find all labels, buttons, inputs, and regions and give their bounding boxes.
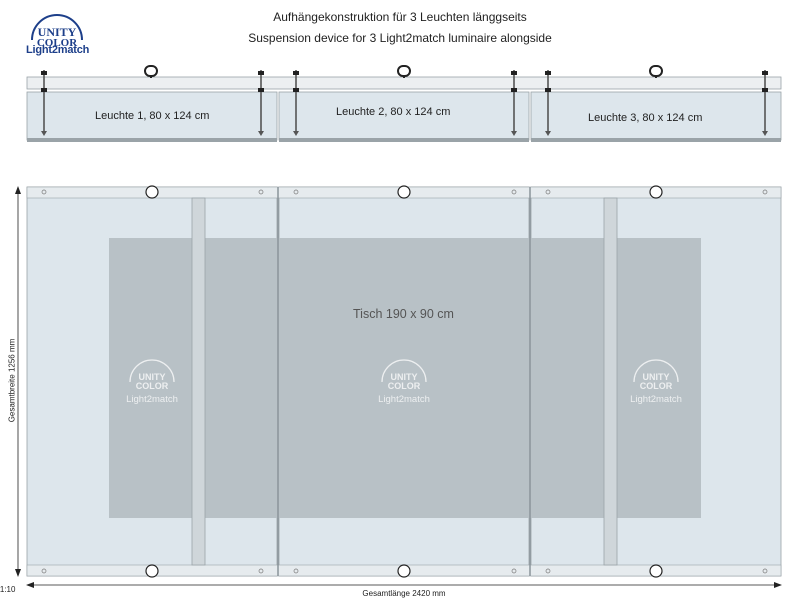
unity-color-logo: UNITY COLOR	[26, 10, 88, 60]
scale-label: M 1:10	[0, 585, 16, 594]
watermark-text-top: UNITY	[643, 372, 670, 382]
width-dimension-label: Gesamtbreite 1256 mm	[7, 338, 17, 423]
lamp-label-2: Leuchte 2, 80 x 124 cm	[336, 106, 451, 118]
table-label: Tisch 190 x 90 cm	[353, 307, 454, 321]
screw-marks	[41, 189, 768, 574]
dimension-arrowheads	[15, 186, 782, 588]
top-view-diagram: UNITY COLOR Light2match UNITY COLOR Ligh…	[15, 185, 782, 588]
lamp-label-1: Leuchte 1, 80 x 124 cm	[95, 110, 210, 122]
watermark-text-top: UNITY	[391, 372, 418, 382]
watermark-text-bottom: COLOR	[388, 381, 421, 391]
lamp-label-3: Leuchte 3, 80 x 124 cm	[588, 112, 703, 124]
length-dimension-label: Gesamtlänge 2420 mm	[362, 589, 446, 598]
ring-hook-icon	[145, 185, 159, 199]
table-shape	[109, 238, 701, 518]
ring-hook-icon	[145, 564, 159, 578]
hook-icon	[144, 65, 158, 78]
side-view-diagram	[26, 65, 782, 142]
watermark-text-top: UNITY	[139, 372, 166, 382]
logo-text-top: UNITY	[38, 25, 77, 39]
watermark-product: Light2match	[126, 394, 178, 405]
watermark-product: Light2match	[378, 394, 430, 405]
lamp-panel-2	[278, 91, 530, 141]
rod-clamps	[41, 71, 768, 92]
suspension-rail	[26, 76, 782, 90]
logo-text-bottom: COLOR	[37, 37, 78, 49]
rod-tips	[41, 131, 768, 136]
ring-hook-icon	[649, 185, 663, 199]
watermark-logo-2: UNITY COLOR Light2match	[378, 359, 430, 405]
title-english: Suspension device for 3 Light2match lumi…	[248, 31, 552, 45]
hook-icon	[649, 65, 663, 78]
crossbar-1	[191, 197, 206, 566]
lamp-panel-1	[26, 91, 278, 141]
dimension-lines	[17, 189, 779, 586]
hook-icon	[397, 65, 411, 78]
lamp-2-edge	[279, 138, 529, 142]
lamp-3-edge	[531, 138, 781, 142]
lamp-1-edge	[27, 138, 277, 142]
ring-hook-icon	[397, 185, 411, 199]
crossbar-2	[603, 197, 618, 566]
ring-hook-icon	[397, 564, 411, 578]
watermark-logo-1: UNITY COLOR Light2match	[126, 359, 178, 405]
watermark-text-bottom: COLOR	[640, 381, 673, 391]
logo-product-name: Light2match	[26, 44, 90, 56]
title-german: Aufhängekonstruktion für 3 Leuchten läng…	[273, 10, 527, 24]
lamp-panel-3	[530, 91, 782, 141]
suspension-rods	[43, 70, 766, 134]
watermark-logo-3: UNITY COLOR Light2match	[630, 359, 682, 405]
ring-hook-icon	[649, 564, 663, 578]
watermark-text-bottom: COLOR	[136, 381, 169, 391]
watermark-product: Light2match	[630, 394, 682, 405]
